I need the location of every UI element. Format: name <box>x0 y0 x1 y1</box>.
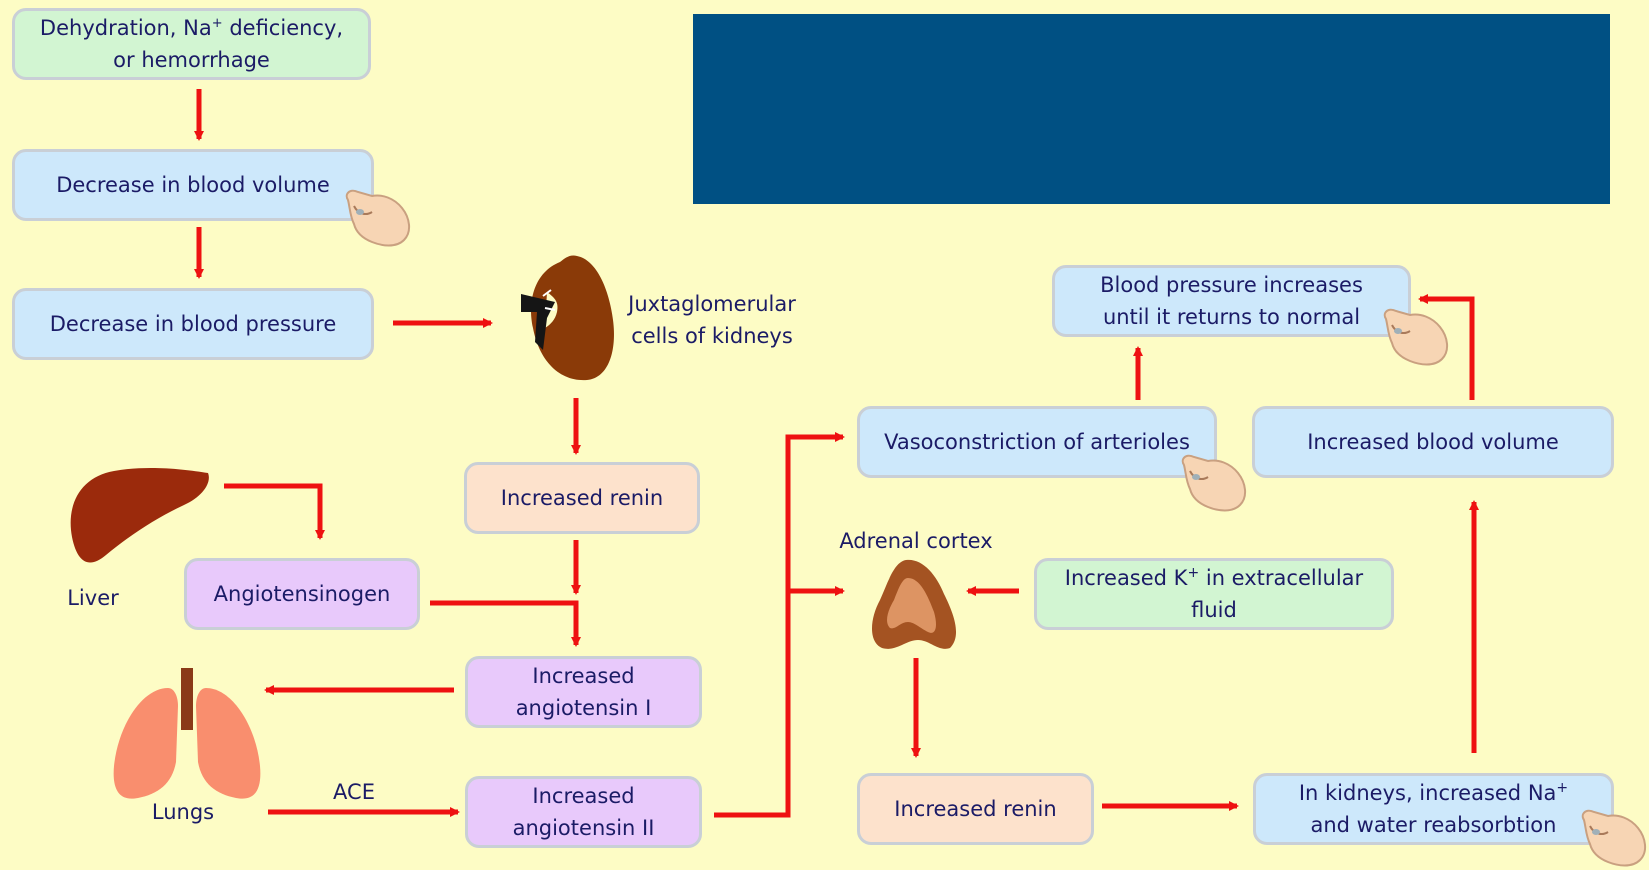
angiotensin-ii-text: Increased angiotensin II <box>512 784 655 840</box>
bp-increases-box[interactable]: Blood pressure increases until it return… <box>1052 265 1411 337</box>
increased-k-box[interactable]: Increased K+ in extracellular fluid <box>1034 558 1394 630</box>
hand-pointer-icon[interactable] <box>1578 806 1648 868</box>
arrow-blood-volume-to-bp <box>1418 294 1475 400</box>
dehydration-text: Dehydration, Na+ deficiency, or hemorrha… <box>39 16 344 72</box>
ace-label: ACE <box>333 780 375 804</box>
increased-renin-box-2[interactable]: Increased renin <box>857 773 1094 845</box>
liver-label: Liver <box>67 586 119 610</box>
kidneys-reabsorption-text: In kidneys, increased Na+ and water reab… <box>1298 780 1569 837</box>
arrow-angiotensin2-to-vasoconstriction <box>714 432 845 818</box>
arrow-angiotensinogen-to-angiotensin1 <box>430 600 581 647</box>
adrenal-cortex-label: Adrenal cortex <box>839 529 993 553</box>
hand-pointer-icon[interactable] <box>1380 305 1450 367</box>
title-banner <box>693 14 1610 204</box>
lungs-icon <box>113 668 261 799</box>
liver-icon <box>70 467 209 563</box>
increased-renin-box-1[interactable]: Increased renin <box>464 462 700 534</box>
vasoconstriction-box[interactable]: Vasoconstriction of arterioles <box>857 406 1217 478</box>
decrease-blood-pressure-box[interactable]: Decrease in blood pressure <box>12 288 374 360</box>
increased-angiotensin-i-box[interactable]: Increased angiotensin I <box>465 656 702 728</box>
kidney-icon <box>521 255 614 381</box>
adrenal-gland-icon <box>872 559 957 649</box>
increased-k-text: Increased K+ in extracellular fluid <box>1064 565 1364 622</box>
angiotensinogen-box[interactable]: Angiotensinogen <box>184 558 420 630</box>
angiotensin-i-text: Increased angiotensin I <box>515 664 652 720</box>
hand-pointer-icon[interactable] <box>342 186 412 248</box>
decrease-blood-volume-box[interactable]: Decrease in blood volume <box>12 149 374 221</box>
hand-pointer-icon[interactable] <box>1178 451 1248 513</box>
dehydration-box[interactable]: Dehydration, Na+ deficiency, or hemorrha… <box>12 8 371 80</box>
juxtaglomerular-label: Juxtaglomerular cells of kidneys <box>628 292 796 348</box>
bp-increases-text: Blood pressure increases until it return… <box>1100 273 1363 329</box>
increased-blood-volume-box[interactable]: Increased blood volume <box>1252 406 1614 478</box>
arrow-liver-to-angiotensinogen <box>224 483 325 540</box>
lungs-label: Lungs <box>151 800 215 824</box>
kidneys-reabsorption-box[interactable]: In kidneys, increased Na+ and water reab… <box>1253 773 1614 845</box>
increased-angiotensin-ii-box[interactable]: Increased angiotensin II <box>465 776 702 848</box>
